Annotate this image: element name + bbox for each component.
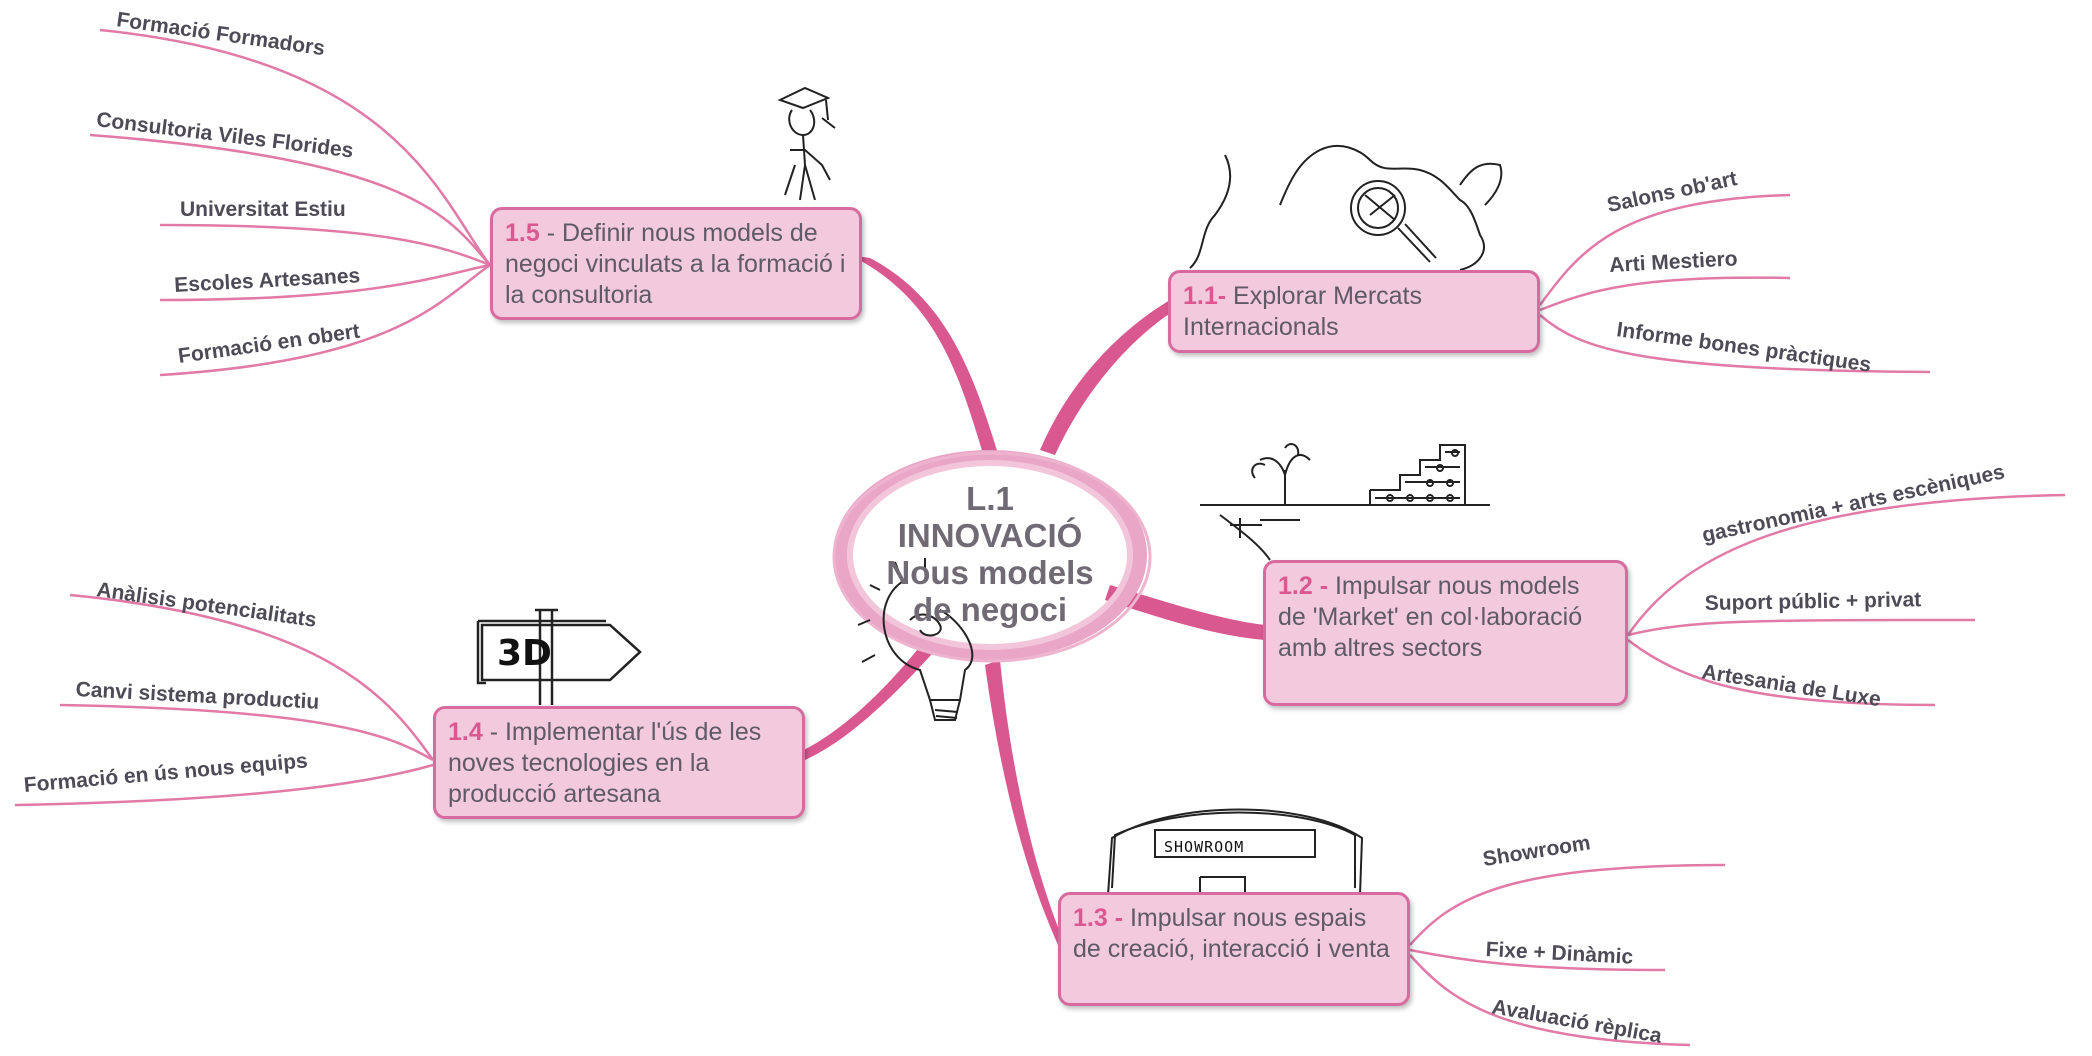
leaf-lines-1-4 [14, 593, 435, 807]
showroom-sign-label: SHOWROOM [1164, 838, 1245, 856]
sign-3d-sketch [476, 608, 642, 705]
sign-3d-label: 3D [497, 633, 552, 674]
leaf-lines-1-1 [1538, 193, 1931, 374]
map-magnifier-sketch [1189, 144, 1503, 271]
node-1-4-text: - Implementar l'ús de les noves tecnolog… [448, 718, 762, 808]
node-1-2-text: Impulsar nous models de 'Market' en col·… [1278, 572, 1583, 662]
leaf-lines-1-2 [1626, 493, 2066, 707]
leaf-1-2-suport-public-privat: Suport públic + privat [1704, 588, 1922, 616]
node-1-1[interactable]: 1.1- Explorar Mercats Internacionals [1168, 270, 1540, 353]
graduate-sketch [777, 86, 836, 201]
node-1-3[interactable]: 1.3 - Impulsar nous espais de creació, i… [1058, 892, 1410, 1006]
node-1-5-number: 1.5 [505, 219, 540, 247]
branch-1-3 [985, 660, 1065, 945]
node-1-5[interactable]: 1.5 - Definir nous models de negoci vinc… [490, 207, 862, 320]
branch-1-5 [850, 255, 1000, 460]
lightbulb-sketch [857, 558, 974, 721]
node-1-5-text: - Definir nous models de negoci vinculat… [505, 219, 846, 309]
showroom-sketch [1107, 808, 1364, 896]
leaf-1-5-universitat-estiu: Universitat Estiu [180, 198, 346, 221]
market-sketch [1200, 443, 1490, 561]
center-ring [832, 450, 1152, 663]
node-1-4[interactable]: 1.4 - Implementar l'ús de les noves tecn… [433, 706, 805, 819]
node-1-1-number: 1.1- [1183, 282, 1227, 310]
node-1-4-number: 1.4 [448, 718, 483, 746]
center-topic: L.1 INNOVACIÓ Nous models de negoci [860, 480, 1120, 628]
center-title: INNOVACIÓ [897, 517, 1083, 554]
center-subtitle-line2: de negoci [912, 591, 1068, 628]
branch-1-1 [1040, 300, 1172, 455]
node-1-3-text: Impulsar nous espais de creació, interac… [1073, 904, 1390, 963]
branch-1-4 [800, 640, 940, 760]
node-1-1-text: Explorar Mercats Internacionals [1183, 282, 1422, 341]
node-1-3-number: 1.3 - [1073, 904, 1124, 932]
leaf-lines-1-5 [89, 28, 491, 377]
node-1-2-number: 1.2 - [1278, 572, 1329, 600]
node-1-2[interactable]: 1.2 - Impulsar nous models de 'Market' e… [1263, 560, 1628, 706]
branch-1-2 [1105, 585, 1265, 640]
center-subtitle-line1: Nous models [886, 554, 1094, 591]
center-code: L.1 [966, 480, 1014, 517]
leaf-lines-1-3 [1409, 863, 1726, 1047]
